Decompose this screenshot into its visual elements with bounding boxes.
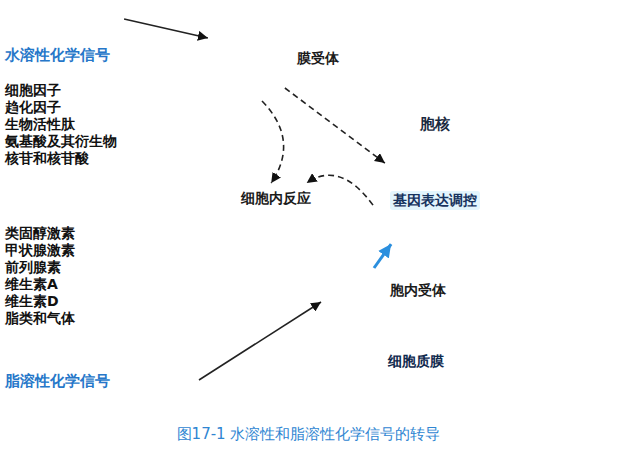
signal-example: 类固醇激素 (5, 225, 75, 242)
signal-example: 维生素A (5, 276, 58, 293)
signal-example: 核苷和核苷酸 (5, 150, 89, 167)
signal-example: 脂类和气体 (5, 310, 75, 327)
dashed-arrow (285, 88, 385, 163)
cell-response: 细胞内反应 (228, 186, 324, 208)
response-label: 细胞内反应 (241, 190, 311, 207)
receptor-label: 膜受体 (297, 50, 339, 67)
signal-arrow (124, 19, 208, 38)
signal-example: 趋化因子 (5, 99, 61, 116)
signal-label: 脂溶性化学信号 (5, 372, 110, 390)
signal-example: 维生素D (5, 293, 59, 310)
dashed-arrow (307, 175, 373, 205)
cell: 细胞质膜膜受体胞核基因表达调控细胞内反应胞内受体 (200, 15, 600, 395)
gene-regulation-label: 基因表达调控 (390, 191, 480, 210)
signal-hexagon: 脂溶性化学信号 (5, 366, 197, 394)
signal-example: 生物活性肽 (5, 116, 75, 133)
membrane-label: 细胞质膜 (388, 353, 444, 370)
nucleus: 胞核基因表达调控 (370, 114, 500, 264)
signal-diamond: 水溶性化学信号 (5, 5, 155, 67)
signal-arrow (199, 302, 321, 380)
receptor-label: 胞内受体 (390, 282, 446, 299)
signal-example: 细胞因子 (5, 82, 61, 99)
dashed-arrow (262, 101, 284, 183)
nucleus-shape (370, 114, 500, 264)
signal-example: 氨基酸及其衍生物 (5, 133, 117, 150)
intracellular-receptor: 胞内受体 (322, 262, 452, 314)
signal-label: 水溶性化学信号 (5, 46, 110, 64)
membrane-receptor: 膜受体 (205, 30, 345, 102)
signal-example: 甲状腺激素 (5, 242, 75, 259)
transport-arrow (374, 244, 391, 268)
signal-example: 前列腺素 (5, 259, 61, 276)
figure-caption: 图17-1 水溶性和脂溶性化学信号的转导 (177, 425, 441, 443)
nucleus-label: 胞核 (420, 115, 450, 133)
